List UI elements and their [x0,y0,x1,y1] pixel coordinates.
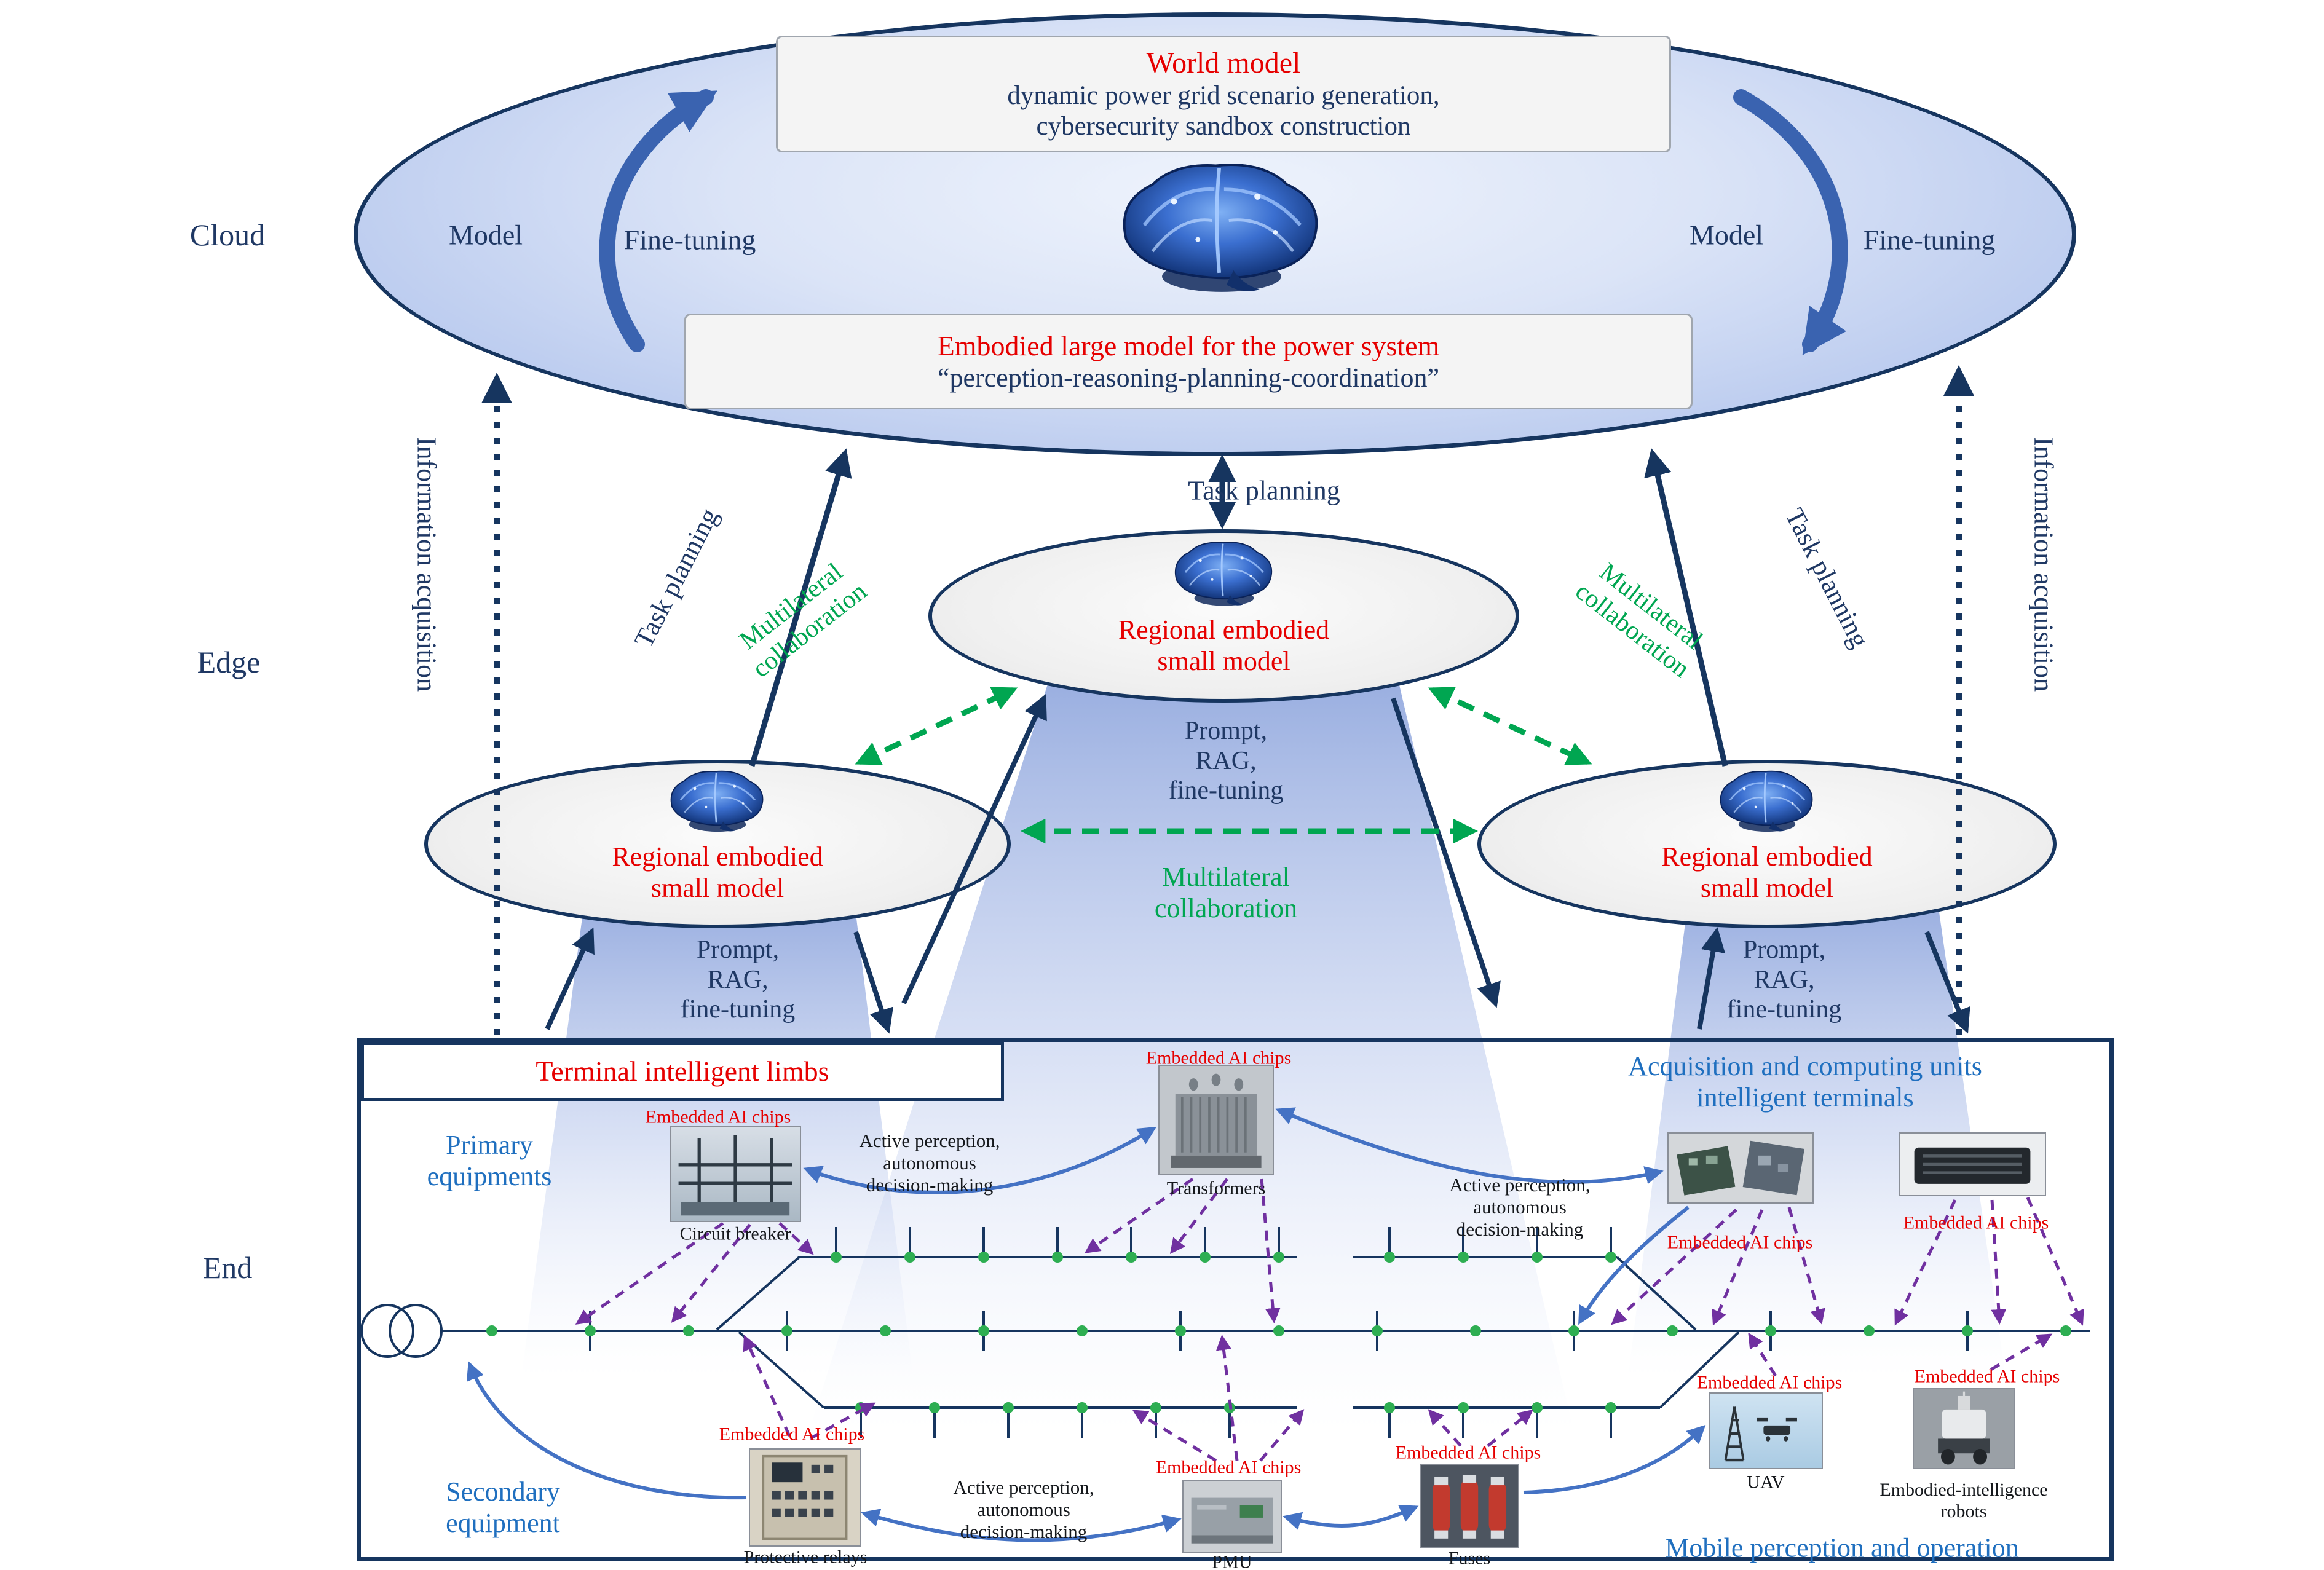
prompt-rag-label-center: Prompt, RAG, fine-tuning [1168,716,1284,805]
uav-photo [1709,1392,1823,1469]
primary-equipments-label: Primary equipments [427,1129,552,1191]
terminal-limbs-label: Terminal intelligent limbs [536,1055,829,1087]
cloud-brain-icon [1089,154,1354,309]
brain-icon [628,766,807,840]
acquisition-units-label: Acquisition and computing units intellig… [1628,1051,1982,1113]
active-perception-label-1: Active perception, autonomous decision-m… [859,1130,1000,1196]
task-planning-label-right: Task planning [1779,503,1876,653]
circuit-breaker-photo [670,1126,801,1222]
active-perception-label-3: Active perception, autonomous decision-m… [953,1477,1094,1542]
pmu-photo [1182,1480,1282,1553]
model-label-right: Model [1689,219,1764,251]
caption-robots: Embodied-intelligence robots [1879,1480,2048,1521]
world-model-box: World model dynamic power grid scenario … [776,36,1671,152]
caption-relays: Protective relays [743,1547,868,1568]
caption-uav: UAV [1747,1472,1785,1493]
regional-model-right-label: Regional embodied small model [1661,842,1873,904]
regional-model-center-ellipse: Regional embodied small model [928,529,1519,703]
embodied-model-subtitle: “perception-reasoning-planning-coordinat… [937,363,1440,393]
multilateral-label-left: Multilateral collaboration [734,558,872,684]
embedded-chips-label-uav: Embedded AI chips [1696,1372,1843,1393]
brain-icon [1678,766,1856,840]
embedded-chips-label-circuit-breaker: Embedded AI chips [645,1106,791,1127]
world-model-subtitle: dynamic power grid scenario generation, … [1007,81,1440,141]
fuses-photo [1420,1464,1519,1548]
brain-icon [1132,537,1316,614]
terminal-limbs-box: Terminal intelligent limbs [361,1042,1004,1101]
embedded-chips-label-transformers: Embedded AI chips [1145,1047,1292,1068]
task-planning-label-center: Task planning [1188,475,1340,506]
embodied-model-box: Embodied large model for the power syste… [684,314,1693,409]
robot-photo [1913,1388,2015,1469]
secondary-equipment-label: Secondary equipment [446,1476,560,1538]
regional-model-left-label: Regional embodied small model [612,842,823,904]
task-planning-label-left: Task planning [628,503,724,653]
end-layer-label: End [202,1250,253,1285]
regional-model-left-ellipse: Regional embodied small model [424,760,1011,928]
prompt-rag-label-left: Prompt, RAG, fine-tuning [680,935,796,1024]
embedded-chips-label-relays: Embedded AI chips [719,1424,865,1445]
prompt-rag-label-right: Prompt, RAG, fine-tuning [1726,935,1842,1024]
regional-model-center-label: Regional embodied small model [1118,615,1330,677]
embedded-chips-label-pmu: Embedded AI chips [1155,1457,1302,1478]
multilateral-label-center: Multilateral collaboration [1154,861,1298,923]
caption-transformers: Transformers [1166,1178,1266,1199]
caption-circuit-breaker: Circuit breaker [679,1223,791,1244]
embodied-model-title: Embodied large model for the power syste… [937,329,1440,361]
embedded-chips-label-fuses: Embedded AI chips [1395,1442,1541,1463]
information-acquisition-label-right: Information acquisition [2028,436,2059,692]
active-perception-label-2: Active perception, autonomous decision-m… [1449,1174,1591,1240]
multilateral-label-right: Multilateral collaboration [1570,558,1708,684]
embedded-chips-label-unit-b: Embedded AI chips [1903,1212,2049,1233]
cloud-layer-label: Cloud [189,218,266,252]
caption-fuses: Fuses [1448,1548,1491,1569]
embedded-chips-label-robot: Embedded AI chips [1914,1366,2060,1387]
acquisition-unit-b-photo [1899,1132,2046,1196]
acquisition-unit-a-photo [1667,1132,1814,1204]
model-label-left: Model [448,219,523,251]
transformers-photo [1158,1065,1274,1175]
regional-model-right-ellipse: Regional embodied small model [1477,760,2057,928]
world-model-title: World model [1146,47,1301,80]
finetuning-label-right: Fine-tuning [1863,224,1996,256]
protective-relays-photo [749,1448,861,1547]
edge-layer-label: Edge [197,645,261,679]
finetuning-label-left: Fine-tuning [623,224,756,256]
information-acquisition-label-left: Information acquisition [411,436,442,692]
mobile-perception-label: Mobile perception and operation [1665,1533,2019,1563]
caption-pmu: PMU [1212,1552,1252,1570]
embedded-chips-label-unit-a: Embedded AI chips [1667,1232,1813,1253]
